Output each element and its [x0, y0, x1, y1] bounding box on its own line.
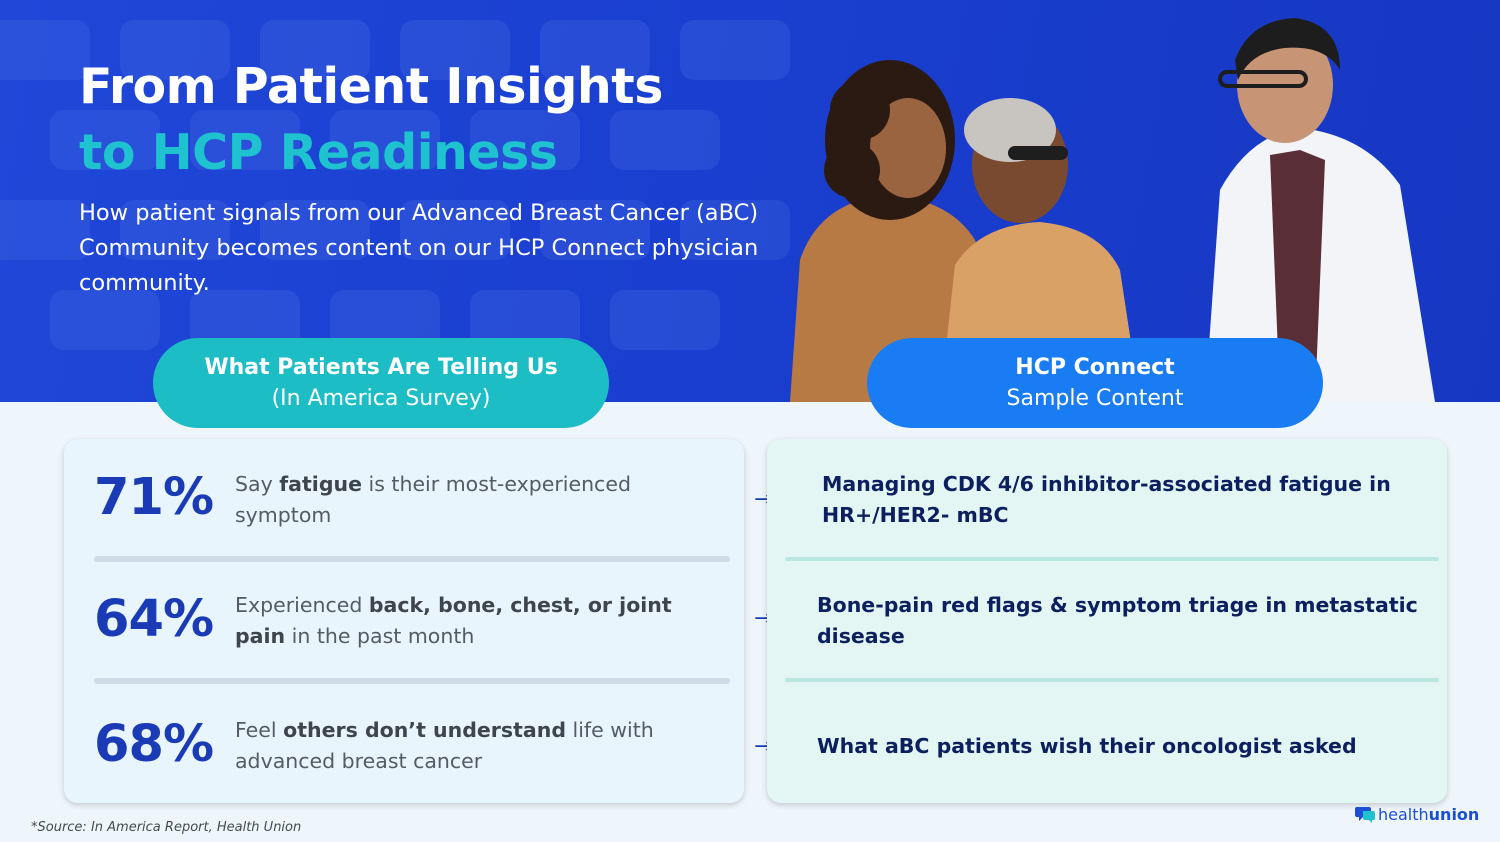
stat-percent: 64% — [94, 590, 214, 649]
hcp-content-card: Managing CDK 4/6 inhibitor-associated fa… — [767, 439, 1447, 803]
hero-background-pattern — [0, 20, 790, 350]
stat-divider — [94, 556, 730, 562]
title-line-2: to HCP Readiness — [79, 124, 558, 181]
hcp-header-title: HCP Connect — [1015, 355, 1175, 380]
stat-divider — [94, 678, 730, 684]
health-union-logo: healthunion — [1355, 804, 1479, 824]
speech-bubble-icon — [1355, 807, 1375, 823]
hero-subtitle: How patient signals from our Advanced Br… — [79, 200, 759, 296]
source-footnote: *Source: In America Report, Health Union — [31, 820, 302, 835]
hero-banner: From Patient Insights to HCP Readiness H… — [0, 0, 1500, 402]
content-divider — [785, 557, 1439, 561]
stat-row: 68% Feel others don’t understand life wi… — [64, 685, 744, 805]
patients-header-subtitle: (In America Survey) — [271, 386, 491, 411]
hcp-connect-header: HCP Connect Sample Content — [867, 338, 1323, 428]
stat-description: Experienced back, bone, chest, or joint … — [235, 593, 672, 648]
content-divider — [785, 678, 1439, 682]
content-item: Bone-pain red flags & symptom triage in … — [817, 593, 1418, 648]
stat-description: Feel others don’t understand life with a… — [235, 718, 654, 773]
content-item: Managing CDK 4/6 inhibitor-associated fa… — [822, 472, 1391, 527]
stat-percent: 68% — [94, 715, 214, 774]
stat-row: 64% Experienced back, bone, chest, or jo… — [64, 560, 744, 680]
title-line-1: From Patient Insights — [79, 58, 663, 115]
stat-description: Say fatigue is their most-experienced sy… — [235, 472, 631, 527]
patients-survey-header: What Patients Are Telling Us (In America… — [153, 338, 609, 428]
hcp-header-subtitle: Sample Content — [1006, 386, 1184, 411]
logo-wordmark: healthunion — [1378, 804, 1480, 824]
patients-header-title: What Patients Are Telling Us — [204, 355, 558, 380]
content-item: What aBC patients wish their oncologist … — [817, 734, 1357, 758]
stat-row: 71% Say fatigue is their most-experience… — [64, 439, 744, 559]
patient-stats-card: 71% Say fatigue is their most-experience… — [64, 439, 744, 803]
stat-percent: 71% — [94, 468, 214, 527]
